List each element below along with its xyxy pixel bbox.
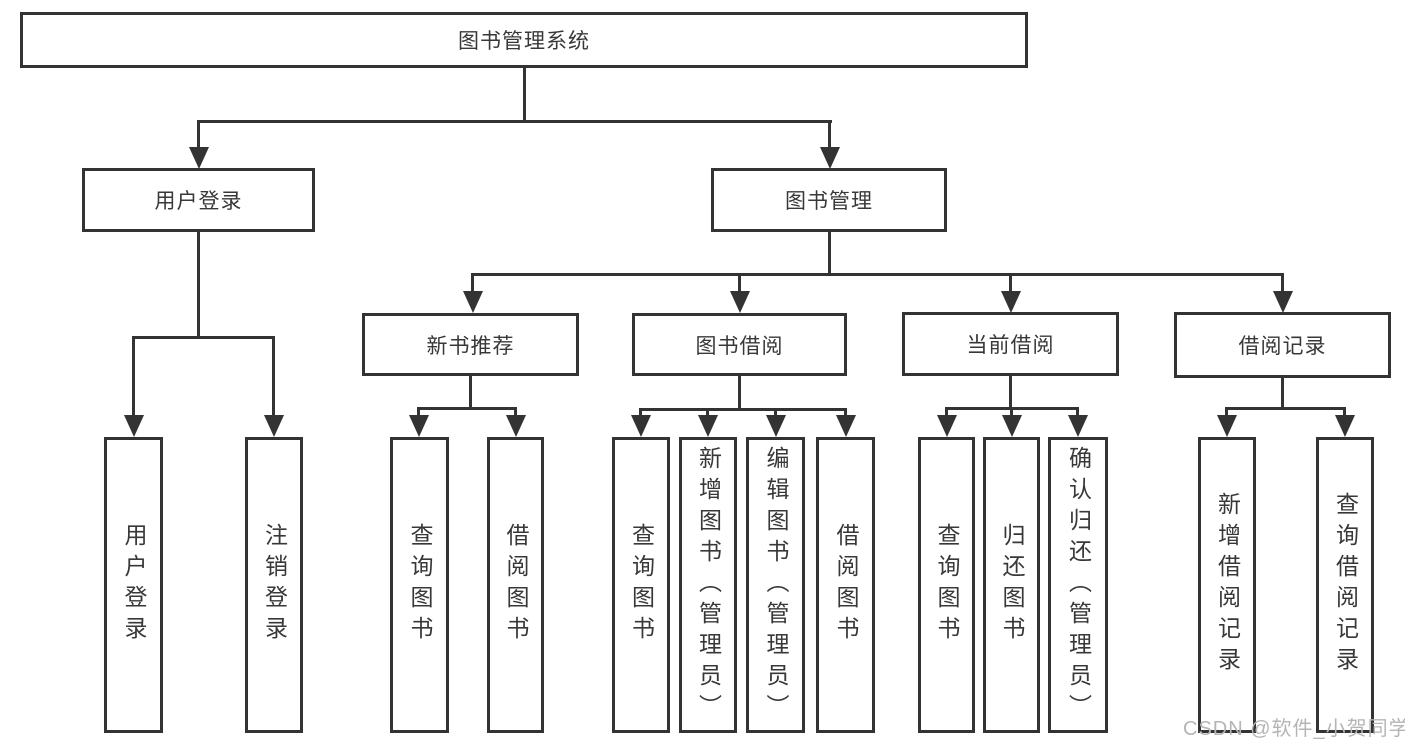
leaf-query-borrow-record: 查询借阅记录 <box>1316 437 1374 733</box>
arrow-to-book-management <box>828 120 831 147</box>
leaf-label: 归还图书 <box>999 523 1025 647</box>
leaf-label: 编辑图书（管理员） <box>763 445 789 725</box>
connector-root-branch <box>197 120 832 123</box>
leaf-borrow-books-2: 借阅图书 <box>816 437 875 733</box>
arrow-to-current-borrow <box>1009 273 1012 291</box>
leaf-add-borrow-record: 新增借阅记录 <box>1198 437 1256 733</box>
node-label: 新书推荐 <box>426 334 515 358</box>
arrow-to-leaf-return-book <box>1010 407 1013 415</box>
connector-mgmt-stem <box>828 232 831 273</box>
arrow-to-user-login <box>197 120 200 147</box>
leaf-label: 查询借阅记录 <box>1332 492 1359 678</box>
leaf-query-books-3: 查询图书 <box>918 437 975 733</box>
connector-current-stem <box>1009 376 1012 407</box>
leaf-borrow-books-1: 借阅图书 <box>487 437 544 733</box>
leaf-query-books-1: 查询图书 <box>390 437 449 733</box>
leaf-label: 查询图书 <box>628 523 655 647</box>
connector-login-stem <box>197 232 200 336</box>
connector-records-stem <box>1281 378 1284 407</box>
node-label: 图书管理 <box>785 190 873 213</box>
arrow-to-new-book <box>471 273 474 291</box>
arrow-to-borrow-records <box>1281 273 1284 291</box>
arrow-to-leaf-borrow-books-2 <box>844 408 847 415</box>
arrow-to-leaf-confirm-return <box>1076 407 1079 415</box>
node-label: 当前借阅 <box>966 334 1055 357</box>
leaf-label: 借阅图书 <box>833 523 859 647</box>
leaf-label: 借阅图书 <box>503 523 529 647</box>
leaf-label: 用户登录 <box>121 523 147 647</box>
node-current-borrow: 当前借阅 <box>902 312 1119 376</box>
connector-mgmt-branch <box>471 273 1284 276</box>
connector-newbook-stem <box>469 376 472 408</box>
arrow-to-book-borrow <box>738 273 741 291</box>
connector-newbook-branch <box>417 407 517 410</box>
connector-login-branch <box>132 336 275 339</box>
leaf-label: 注销登录 <box>261 523 288 647</box>
connector-borrow-branch <box>639 408 847 411</box>
arrow-to-leaf-query-books-1 <box>417 407 420 415</box>
node-book-borrow: 图书借阅 <box>632 313 847 376</box>
leaf-query-books-2: 查询图书 <box>612 437 670 733</box>
node-new-book-recommend: 新书推荐 <box>362 313 579 376</box>
node-label: 图书借阅 <box>695 334 784 358</box>
connector-root-stem <box>523 68 526 120</box>
node-label: 用户登录 <box>154 190 243 213</box>
arrow-to-leaf-add-record <box>1225 407 1228 415</box>
node-borrow-records: 借阅记录 <box>1174 312 1391 378</box>
arrow-to-leaf-logout <box>272 336 275 415</box>
node-user-login: 用户登录 <box>82 168 315 232</box>
arrow-to-leaf-query-books-2 <box>639 408 642 415</box>
leaf-label: 查询图书 <box>407 523 433 647</box>
leaf-user-login: 用户登录 <box>104 437 163 733</box>
arrow-to-leaf-query-books-3 <box>945 407 948 415</box>
node-book-management: 图书管理 <box>711 168 947 232</box>
node-library-system: 图书管理系统 <box>20 12 1028 68</box>
leaf-logout: 注销登录 <box>245 437 303 733</box>
leaf-add-book-admin: 新增图书（管理员） <box>679 437 737 733</box>
leaf-return-book: 归还图书 <box>983 437 1040 733</box>
connector-borrow-stem <box>738 376 741 408</box>
arrow-to-leaf-query-record <box>1343 407 1346 415</box>
leaf-confirm-return-admin: 确认归还（管理员） <box>1048 437 1108 733</box>
leaf-label: 查询图书 <box>934 523 960 647</box>
leaf-label: 新增借阅记录 <box>1214 492 1241 678</box>
node-label: 图书管理系统 <box>458 30 590 53</box>
csdn-watermark: CSDN @软件_小贺同学 <box>1183 718 1405 740</box>
connector-records-branch <box>1225 407 1346 410</box>
arrow-to-leaf-borrow-books-1 <box>514 407 517 415</box>
arrow-to-leaf-add-book <box>706 408 709 415</box>
arrow-to-leaf-user-login <box>132 336 135 415</box>
arrow-to-leaf-edit-book <box>774 408 777 415</box>
leaf-label: 确认归还（管理员） <box>1065 445 1092 725</box>
leaf-edit-book-admin: 编辑图书（管理员） <box>746 437 805 733</box>
leaf-label: 新增图书（管理员） <box>695 445 722 725</box>
node-label: 借阅记录 <box>1238 335 1327 358</box>
